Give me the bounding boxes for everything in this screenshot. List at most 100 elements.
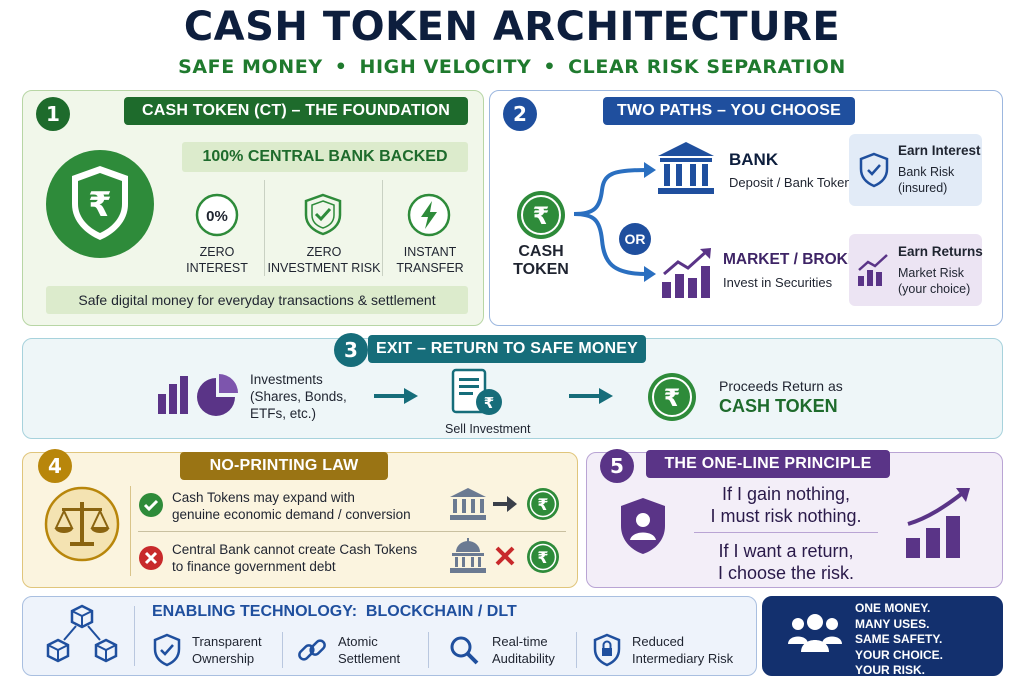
rule-forbidden-line: to finance government debt xyxy=(172,559,336,574)
investments-label-line: ETFs, etc.) xyxy=(250,406,317,421)
cash-token-coin-icon: ₹ xyxy=(527,541,559,573)
market-path-desc: Invest in Securities xyxy=(723,275,833,290)
divider xyxy=(428,632,429,668)
shield-check-icon xyxy=(153,633,181,667)
arrow-right-icon xyxy=(569,388,613,404)
slogan-line: ONE MONEY. xyxy=(855,601,931,615)
slogan-line: YOUR CHOICE. xyxy=(855,647,944,662)
cash-token-label-line: TOKEN xyxy=(513,261,569,278)
chart-up-icon xyxy=(906,488,970,558)
principle-line: I must risk nothing. xyxy=(710,506,862,526)
divider xyxy=(134,606,135,666)
svg-text:₹: ₹ xyxy=(664,384,681,412)
cash-token-coin-icon: ₹ xyxy=(648,373,696,421)
shield-lock-icon xyxy=(593,633,621,667)
bank-path-name: BANK xyxy=(729,150,779,169)
investments-icon xyxy=(158,374,238,416)
earn-returns-risk: Market Risk (your choice) xyxy=(898,266,970,297)
branch-arrows xyxy=(573,162,656,282)
rule-forbidden-line: Central Bank cannot create Cash Tokens xyxy=(172,542,418,557)
sell-document-icon: ₹ xyxy=(451,368,502,415)
magnifier-icon xyxy=(450,636,479,665)
earn-interest-title: Earn Interest xyxy=(898,143,981,158)
svg-text:₹: ₹ xyxy=(533,202,550,230)
divider xyxy=(264,180,265,276)
section-4-title: NO-PRINTING LAW xyxy=(180,452,388,480)
blockchain-cubes-icon xyxy=(46,604,118,663)
sell-investment-label: Sell Investment xyxy=(445,422,531,436)
section-1-footer: Safe digital money for everyday transact… xyxy=(46,286,468,314)
arrow-right-icon xyxy=(493,496,517,512)
tech-reduced-intermediary-risk: Reduced Intermediary Risk xyxy=(632,633,733,667)
principle-line: If I gain nothing, xyxy=(721,484,851,504)
section-4-number: 4 xyxy=(38,449,72,483)
earn-returns-title: Earn Returns xyxy=(898,244,983,259)
check-circle-icon xyxy=(139,493,163,517)
slogan-line: YOUR RISK. xyxy=(855,663,926,677)
feature-instant-transfer: INSTANT TRANSFER xyxy=(384,244,476,277)
proceeds-label: Proceeds Return as xyxy=(719,378,843,394)
bank-icon xyxy=(658,142,714,194)
cross-circle-icon xyxy=(139,546,163,570)
people-group-icon xyxy=(788,614,842,652)
cash-token-label: CASH TOKEN xyxy=(500,243,582,279)
cash-token-coin-icon: ₹ xyxy=(527,488,559,520)
divider xyxy=(382,180,383,276)
earn-returns-risk-line: Market Risk xyxy=(898,266,964,280)
divider xyxy=(694,532,878,533)
rupee-shield-icon: ₹ xyxy=(46,150,154,258)
proceeds-cash-token: CASH TOKEN xyxy=(719,396,838,416)
section-2-number: 2 xyxy=(503,97,537,131)
slogan-line: MANY USES. xyxy=(855,616,930,631)
investments-label-line: Investments xyxy=(250,372,323,387)
rule-allowed-line: genuine economic demand / conversion xyxy=(172,507,411,522)
page-title: CASH TOKEN ARCHITECTURE xyxy=(183,4,841,50)
bank-path-desc: Deposit / Bank Token xyxy=(729,175,852,190)
section-1-title: CASH TOKEN (CT) – THE FOUNDATION xyxy=(124,97,468,125)
svg-text:₹: ₹ xyxy=(88,185,112,225)
subtitle-risk-separation: CLEAR RISK SEPARATION xyxy=(568,56,846,78)
principle-line: I choose the risk. xyxy=(717,563,855,583)
feature-label: TRANSFER xyxy=(396,261,464,276)
chart-up-icon xyxy=(858,254,888,286)
earn-interest-risk-line: Bank Risk xyxy=(898,165,955,179)
section-3-number: 3 xyxy=(334,333,368,367)
divider xyxy=(138,531,566,532)
subtitle-separator: • xyxy=(543,56,557,78)
tech-item-line: Real-time xyxy=(492,634,548,649)
feature-label: INSTANT xyxy=(403,245,457,259)
earn-interest-risk: Bank Risk (insured) xyxy=(898,165,954,196)
rule-allowed: Cash Tokens may expand with genuine econ… xyxy=(172,489,411,523)
market-path-name: MARKET / BROKER xyxy=(723,251,870,268)
section-1-number: 1 xyxy=(36,97,70,131)
principle-line: If I want a return, xyxy=(718,541,854,561)
section-3-title: EXIT – RETURN TO SAFE MONEY xyxy=(368,335,646,363)
shield-user-icon xyxy=(621,498,665,554)
feature-zero-interest: ZERO INTEREST xyxy=(170,244,264,277)
tech-atomic-settlement: Atomic Settlement xyxy=(338,633,400,667)
investments-label: Investments (Shares, Bonds, ETFs, etc.) xyxy=(250,371,347,422)
tech-transparent-ownership: Transparent Ownership xyxy=(192,633,262,667)
divider xyxy=(282,632,283,668)
tech-item-line: Transparent xyxy=(192,634,262,649)
rule-allowed-line: Cash Tokens may expand with xyxy=(172,490,355,505)
shield-check-icon xyxy=(304,193,342,236)
rule-forbidden: Central Bank cannot create Cash Tokens t… xyxy=(172,541,417,575)
or-badge: OR xyxy=(619,223,651,255)
cash-token-label-line: CASH xyxy=(518,243,564,260)
tech-item-line: Reduced xyxy=(632,634,685,649)
svg-text:₹: ₹ xyxy=(537,548,548,567)
capitol-building-icon xyxy=(450,538,486,573)
tech-item-line: Auditability xyxy=(492,651,555,666)
arrow-right-icon xyxy=(374,388,418,404)
section-2-title: TWO PATHS – YOU CHOOSE xyxy=(603,97,855,125)
slogan-line: SAME SAFETY. xyxy=(855,632,943,646)
section-5-number: 5 xyxy=(600,449,634,483)
technology-title: ENABLING TECHNOLOGY: BLOCKCHAIN / DLT xyxy=(152,603,517,620)
cross-icon xyxy=(495,546,515,566)
technology-panel xyxy=(22,596,757,676)
subtitle-safe-money: SAFE MONEY xyxy=(178,56,323,78)
feature-label: INTEREST xyxy=(186,261,248,276)
central-bank-backed-banner: 100% CENTRAL BANK BACKED xyxy=(182,142,468,172)
chart-up-icon xyxy=(662,248,711,298)
